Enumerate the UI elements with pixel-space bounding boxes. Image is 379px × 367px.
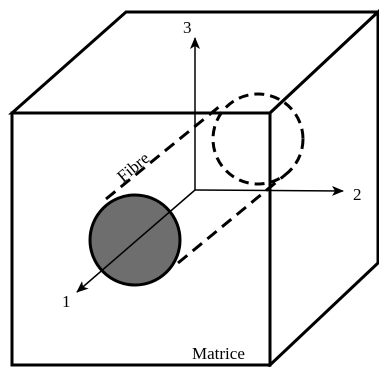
fibre-label: Fibre <box>113 148 153 186</box>
fibre-front-end <box>88 193 182 287</box>
axis-2-label: 2 <box>353 185 362 204</box>
fibre-top-edge <box>105 104 221 201</box>
fibre-back-end <box>211 92 305 186</box>
cube-front-face <box>10 111 272 367</box>
matrice-label: Matrice <box>192 344 245 363</box>
axis-1-line <box>76 189 196 293</box>
axis-3-label: 3 <box>183 18 192 37</box>
fibre-bottom-edge <box>177 173 286 265</box>
axis-1-label: 1 <box>62 292 71 311</box>
axis-2-line <box>194 185 344 196</box>
